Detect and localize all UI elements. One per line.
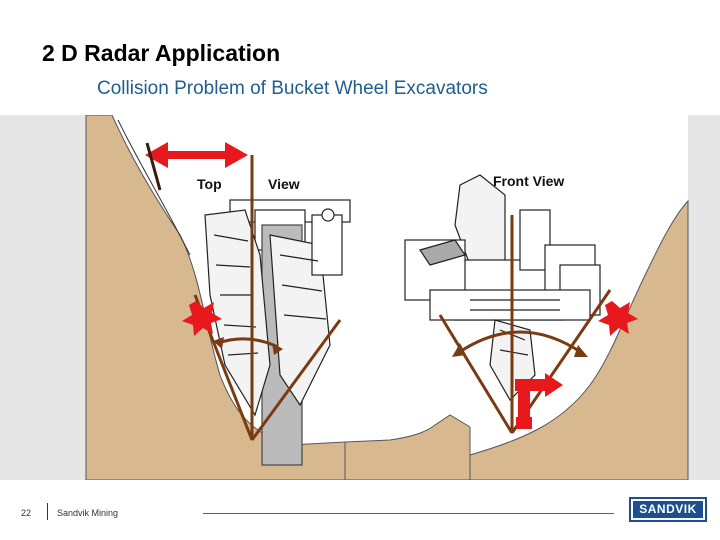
front-view-swing-arc [457,330,583,355]
top-arc-head-left [213,337,224,349]
top-view-label-top: Top [197,176,222,192]
left-ground-edge [117,119,191,256]
front-ground-right [469,199,689,481]
front-ground-left [344,414,471,481]
top-view-machine [204,199,351,466]
front-view-red-arrow [515,373,563,429]
excavator-diagram: Top View Front View [0,114,720,481]
collision-star-left [182,301,222,336]
top-arc-head-right [272,343,283,355]
slide-subtitle: Collision Problem of Bucket Wheel Excava… [97,78,488,99]
clearance-arrow [145,142,248,168]
front-view-label: Front View [493,173,564,189]
front-arc-head-right [574,345,588,357]
footer-rule [203,513,614,514]
right-gray-band [688,115,720,480]
sandvik-logo: SANDVIK [629,497,707,522]
collision-star-right [598,301,638,336]
footer-company: Sandvik Mining [57,508,119,518]
left-gray-band [0,115,86,480]
top-view-label-view: View [268,176,300,192]
clearance-marker-line [145,142,162,191]
footer-divider [47,503,48,520]
page-number: 22 [21,508,32,518]
slide-title: 2 D Radar Application [42,40,281,66]
logo-text: SANDVIK [633,501,703,518]
front-arc-head-left [452,343,466,357]
